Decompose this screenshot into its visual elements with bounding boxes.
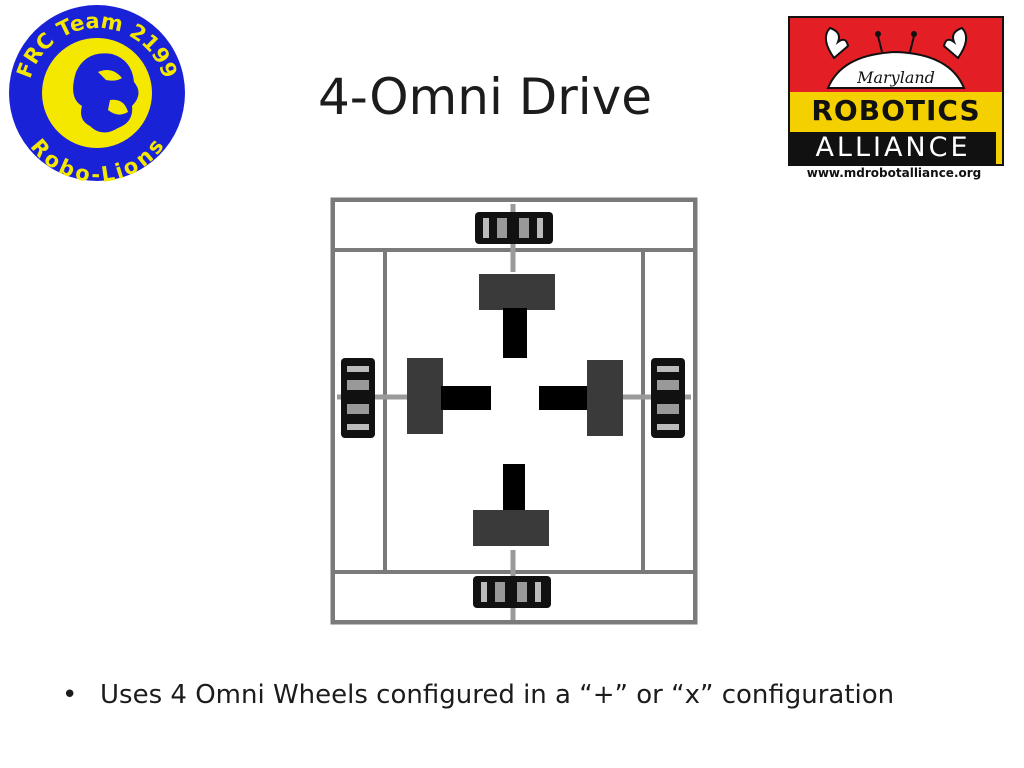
right-omni-wheel [651,358,685,438]
logo-alliance-text: ALLIANCE [790,132,996,164]
bullet-text: Uses 4 Omni Wheels configured in a “+” o… [100,680,895,710]
logo-robotics-text: ROBOTICS [811,94,981,127]
logo-url-text: www.mdrobotalliance.org [806,166,982,180]
omni-drive-diagram [325,192,705,632]
top-motor [479,274,555,358]
frc-team-logo: FRC Team 2199 Robo-Lions [6,2,188,187]
robo-lions-logo-graphic: FRC Team 2199 Robo-Lions [9,5,185,187]
top-omni-wheel [475,212,553,244]
left-omni-wheel [341,358,375,438]
bullet-point-icon: • [62,680,78,710]
bullet-list: • Uses 4 Omni Wheels configured in a “+”… [62,680,1002,710]
bottom-motor [473,464,549,546]
drive-diagram-graphic [330,197,698,625]
slide-title: 4-Omni Drive [317,68,653,126]
bottom-omni-wheel [473,576,551,608]
logo-red-panel [788,16,1004,94]
right-motor [539,360,623,436]
maryland-robotics-alliance-logo: Maryland ROBOTICS ALLIANCE www.mdrobotal… [786,14,1004,186]
bullet-item: • Uses 4 Omni Wheels configured in a “+”… [62,680,1002,710]
left-motor [407,358,491,434]
logo-maryland-text: Maryland [857,68,935,87]
crab-icon [824,26,968,89]
